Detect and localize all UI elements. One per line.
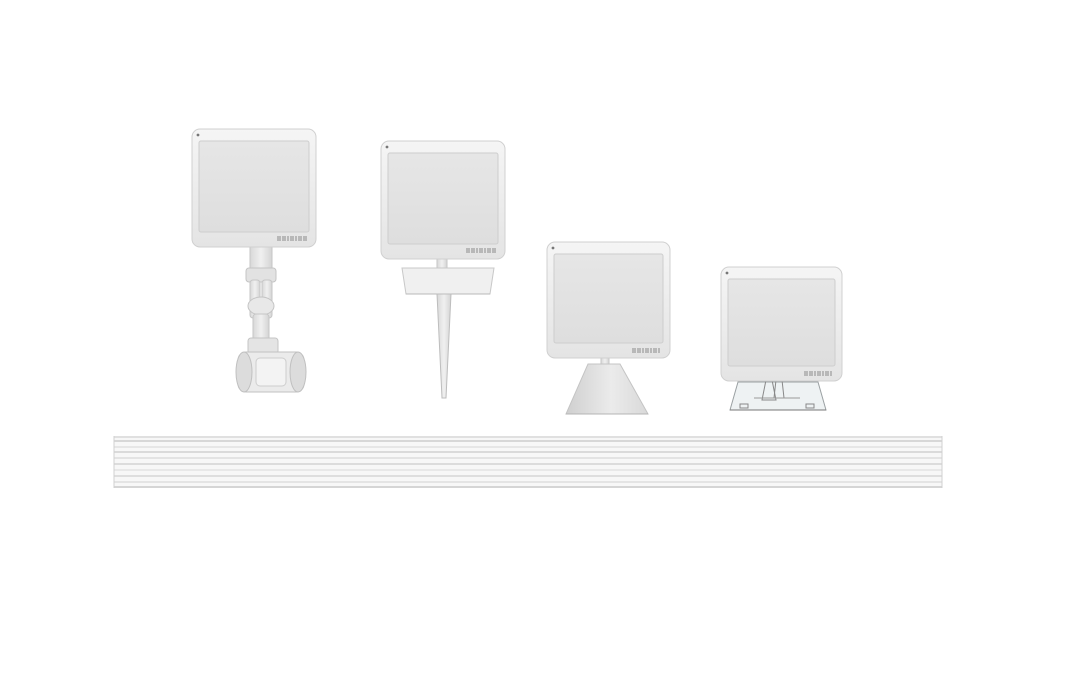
display-screen: [727, 278, 836, 367]
barcode: [277, 236, 307, 241]
pedestal-icon: [565, 353, 649, 415]
display-screen: [553, 253, 664, 344]
display-screen: [198, 140, 310, 233]
barcode: [804, 371, 832, 376]
device-4-acrylic-mount: [720, 266, 843, 411]
clip-clamp-icon: [235, 243, 307, 393]
device-2-spike-mount: [380, 140, 506, 399]
led-indicator: [551, 246, 555, 250]
device-1-clamp-mount: [191, 128, 317, 393]
led-indicator: [385, 145, 389, 149]
spike-icon: [401, 257, 495, 399]
acrylic-holder-icon: [729, 379, 827, 411]
barcode: [632, 348, 660, 353]
barcode: [466, 248, 496, 253]
device-3-pedestal-mount: [546, 241, 671, 415]
led-indicator: [196, 133, 200, 137]
led-indicator: [725, 271, 729, 275]
shelf-rail: [113, 436, 943, 488]
display-screen: [387, 152, 499, 245]
